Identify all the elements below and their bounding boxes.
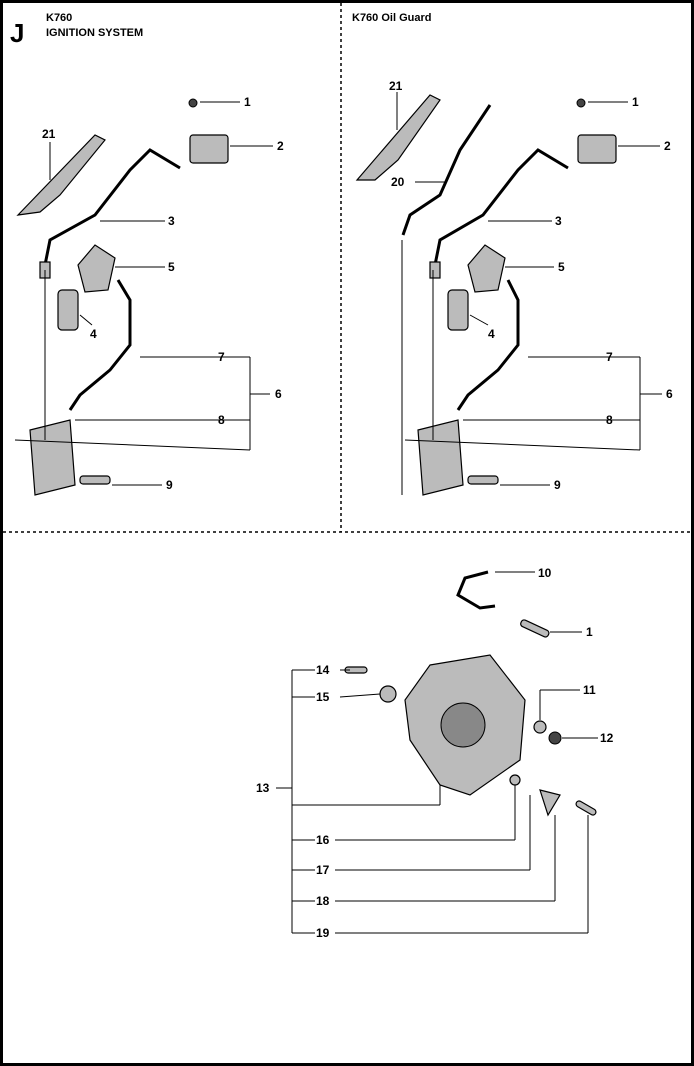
part-6-ignition-module xyxy=(417,419,464,496)
label-6: 6 xyxy=(275,387,282,401)
label-2: 2 xyxy=(664,139,671,153)
label-21: 21 xyxy=(42,127,56,141)
part-5-cap xyxy=(77,244,116,293)
label-12: 12 xyxy=(600,731,614,745)
left-labels: 1 2 21 3 5 4 7 6 8 9 xyxy=(42,95,284,492)
part-2-switch xyxy=(577,134,617,164)
label-21: 21 xyxy=(389,79,403,93)
label-4: 4 xyxy=(90,327,97,341)
label-8: 8 xyxy=(606,413,613,427)
part-1-screw xyxy=(188,98,198,108)
label-1: 1 xyxy=(586,625,593,639)
label-3: 3 xyxy=(555,214,562,228)
label-9: 9 xyxy=(554,478,561,492)
right-labels: 21 1 2 20 3 5 4 7 6 8 9 xyxy=(389,79,673,492)
part-1-screw xyxy=(576,98,586,108)
part-21-lever xyxy=(16,134,106,216)
label-5: 5 xyxy=(168,260,175,274)
label-3: 3 xyxy=(168,214,175,228)
right-leaders xyxy=(396,92,662,486)
left-leaders xyxy=(14,101,273,486)
label-4: 4 xyxy=(488,327,495,341)
part-9-screw xyxy=(79,475,111,485)
part-11-washer xyxy=(533,720,547,734)
part-12-nut xyxy=(548,731,562,745)
label-2: 2 xyxy=(277,139,284,153)
label-8: 8 xyxy=(218,413,225,427)
label-6: 6 xyxy=(666,387,673,401)
section-letter: J xyxy=(10,18,24,48)
part-6-ignition-module xyxy=(29,419,76,496)
label-20: 20 xyxy=(391,175,405,189)
label-10: 10 xyxy=(538,566,552,580)
part-4-spark-plug xyxy=(447,289,469,331)
part-9-screw xyxy=(467,475,499,485)
label-17: 17 xyxy=(316,863,330,877)
label-16: 16 xyxy=(316,833,330,847)
right-title: K760 Oil Guard xyxy=(352,12,431,24)
bottom-labels: 10 1 14 15 11 12 13 16 17 18 19 xyxy=(256,566,614,940)
label-15: 15 xyxy=(316,690,330,704)
label-14: 14 xyxy=(316,663,330,677)
part-18-pawl xyxy=(539,789,561,817)
bottom-leaders xyxy=(276,571,598,934)
label-7: 7 xyxy=(606,350,613,364)
label-13: 13 xyxy=(256,781,270,795)
part-5-cap xyxy=(467,244,506,293)
part-19-screw xyxy=(575,800,597,816)
label-9: 9 xyxy=(166,478,173,492)
left-title: IGNITION SYSTEM xyxy=(46,27,143,39)
label-1: 1 xyxy=(244,95,251,109)
part-1-screw xyxy=(520,619,550,638)
bottom-parts xyxy=(344,570,597,817)
label-7: 7 xyxy=(218,350,225,364)
part-4-spark-plug xyxy=(57,289,79,331)
part-15-bushing xyxy=(379,685,397,703)
label-19: 19 xyxy=(316,926,330,940)
left-parts xyxy=(16,98,229,496)
part-21-lever xyxy=(355,94,441,181)
left-model: K760 xyxy=(46,12,72,24)
part-16-washer xyxy=(509,774,521,786)
label-18: 18 xyxy=(316,894,330,908)
right-parts xyxy=(355,94,617,496)
label-11: 11 xyxy=(583,683,596,697)
label-1: 1 xyxy=(632,95,639,109)
label-5: 5 xyxy=(558,260,565,274)
part-2-switch xyxy=(189,134,229,164)
